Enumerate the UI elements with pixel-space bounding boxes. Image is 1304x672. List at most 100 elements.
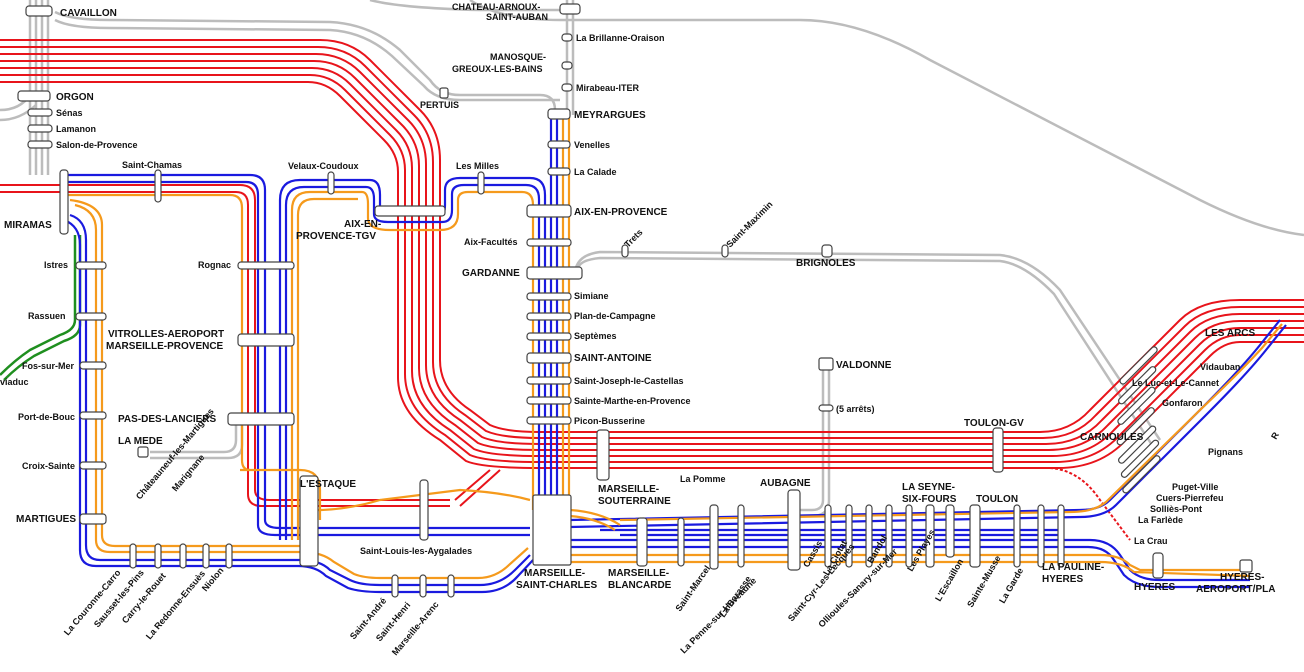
label-edge-r: R xyxy=(1269,430,1281,441)
label-trets: Trets xyxy=(622,227,644,249)
label-la-farlede: La Farlède xyxy=(1138,515,1183,525)
label-rassuen: Rassuen xyxy=(28,311,66,321)
station-marker xyxy=(27,140,53,149)
label-viaduc: viaduc xyxy=(0,377,29,387)
station-marker xyxy=(79,513,107,525)
station-marker xyxy=(154,543,162,569)
label-vidauban: Vidauban xyxy=(1200,362,1240,372)
label-rognac: Rognac xyxy=(198,260,231,270)
label-martigues: MARTIGUES xyxy=(16,514,76,525)
label-meyrargues: MEYRARGUES xyxy=(574,110,646,121)
station-marker xyxy=(419,574,427,598)
station-marker xyxy=(621,244,629,258)
station-marker xyxy=(27,124,53,133)
orange-lines xyxy=(60,115,1283,580)
station-marker xyxy=(327,171,335,195)
label-les-milles: Les Milles xyxy=(456,161,499,171)
label-aix-facultes: Aix-Facultés xyxy=(464,237,518,247)
label-puget-ville: Puget-Ville xyxy=(1172,482,1218,492)
station-marker xyxy=(374,205,446,217)
station-marker xyxy=(179,543,187,569)
label-la-seyne-2: SIX-FOURS xyxy=(902,494,957,505)
station-marker xyxy=(526,292,572,301)
station-marker xyxy=(709,504,719,570)
station-marker xyxy=(945,504,955,558)
station-marker xyxy=(79,361,107,370)
label-aubagne: AUBAGNE xyxy=(760,478,811,489)
station-marker xyxy=(526,332,572,341)
station-marker xyxy=(1118,425,1157,464)
station-marker xyxy=(547,140,571,149)
station-marker xyxy=(526,204,572,218)
station-marker xyxy=(824,504,832,568)
label-la-garde: La Garde xyxy=(997,566,1025,605)
label-aix-en-provence: AIX-EN-PROVENCE xyxy=(574,207,668,218)
label-cavaillon: CAVAILLON xyxy=(60,8,117,19)
station-marker xyxy=(526,416,572,425)
station-marker xyxy=(227,412,295,426)
station-marker xyxy=(677,517,685,567)
label-les-arcs: LES ARCS xyxy=(1205,328,1256,339)
label-miramas: MIRAMAS xyxy=(4,220,52,231)
station-marker xyxy=(1057,504,1065,568)
label-septemes: Septèmes xyxy=(574,331,617,341)
label-toulon-gv: TOULON-GV xyxy=(964,418,1024,429)
station-marker xyxy=(202,543,210,569)
station-marker xyxy=(526,396,572,405)
label-marseille-souterraine-2: SOUTERRAINE xyxy=(598,496,671,507)
blue-lines xyxy=(60,115,1287,594)
label-port-de-bouc: Port-de-Bouc xyxy=(18,412,75,422)
label-blancarde-1: MARSEILLE- xyxy=(608,568,669,579)
station-marker xyxy=(225,543,233,569)
station-marker xyxy=(1118,366,1157,405)
label-hyeres-aero-1: HYERES- xyxy=(1220,572,1264,583)
station-marker xyxy=(526,312,572,321)
station-marker xyxy=(905,504,913,568)
station-marker xyxy=(477,171,485,195)
label-hyeres-aero-2: AEROPORT/PLA xyxy=(1196,584,1275,595)
station-marker xyxy=(787,489,801,571)
station-marker xyxy=(129,543,137,569)
station-marker xyxy=(154,169,162,203)
label-vitrolles-2: MARSEILLE-PROVENCE xyxy=(106,341,224,352)
label-venelles: Venelles xyxy=(574,140,610,150)
label-pas-des-lanciers: PAS-DES-LANCIERS xyxy=(118,414,216,425)
station-symbols xyxy=(17,3,1253,598)
station-marker xyxy=(1013,504,1021,568)
station-marker xyxy=(137,446,149,458)
label-mirabeau: Mirabeau-ITER xyxy=(576,83,640,93)
label-marseille-souterraine-1: MARSEILLE- xyxy=(598,484,659,495)
label-pertuis: PERTUIS xyxy=(420,100,459,110)
station-marker xyxy=(636,517,648,567)
label-saint-marcel: Saint-Marcel xyxy=(673,564,712,614)
station-marker xyxy=(526,352,572,364)
station-marker xyxy=(526,266,583,280)
label-saint-maximin: Saint-Maximin xyxy=(724,199,774,249)
station-marker xyxy=(1117,386,1156,425)
label-saint-antoine: SAINT-ANTOINE xyxy=(574,353,652,364)
label-blancarde-2: BLANCARDE xyxy=(608,580,672,591)
label-la-pomme: La Pomme xyxy=(680,474,726,484)
label-gardanne: GARDANNE xyxy=(462,268,520,279)
label-pignans: Pignans xyxy=(1208,447,1243,457)
label-la-mede: LA MEDE xyxy=(118,436,163,447)
label-hyeres: HYERES xyxy=(1134,582,1175,593)
station-marker xyxy=(596,429,610,481)
label-la-crau: La Crau xyxy=(1134,536,1168,546)
station-marker xyxy=(1120,439,1160,478)
label-la-brillanne: La Brillanne-Oraison xyxy=(576,33,665,43)
station-marker xyxy=(1122,455,1161,494)
label-toulon: TOULON xyxy=(976,494,1018,505)
label-brignoles: BRIGNOLES xyxy=(796,258,856,269)
label-lamanon: Lamanon xyxy=(56,124,96,134)
label-saint-joseph: Saint-Joseph-le-Castellas xyxy=(574,376,684,386)
station-marker xyxy=(561,61,573,70)
label-saint-chamas: Saint-Chamas xyxy=(122,160,182,170)
label-senas: Sénas xyxy=(56,108,83,118)
label-saint-louis: Saint-Louis-les-Aygalades xyxy=(360,546,472,556)
label-sollies: Solliès-Pont xyxy=(1150,504,1202,514)
station-marker xyxy=(1116,407,1155,446)
station-marker xyxy=(1152,552,1164,579)
station-marker xyxy=(1239,559,1253,573)
label-sainte-marthe: Sainte-Marthe-en-Provence xyxy=(574,396,691,406)
